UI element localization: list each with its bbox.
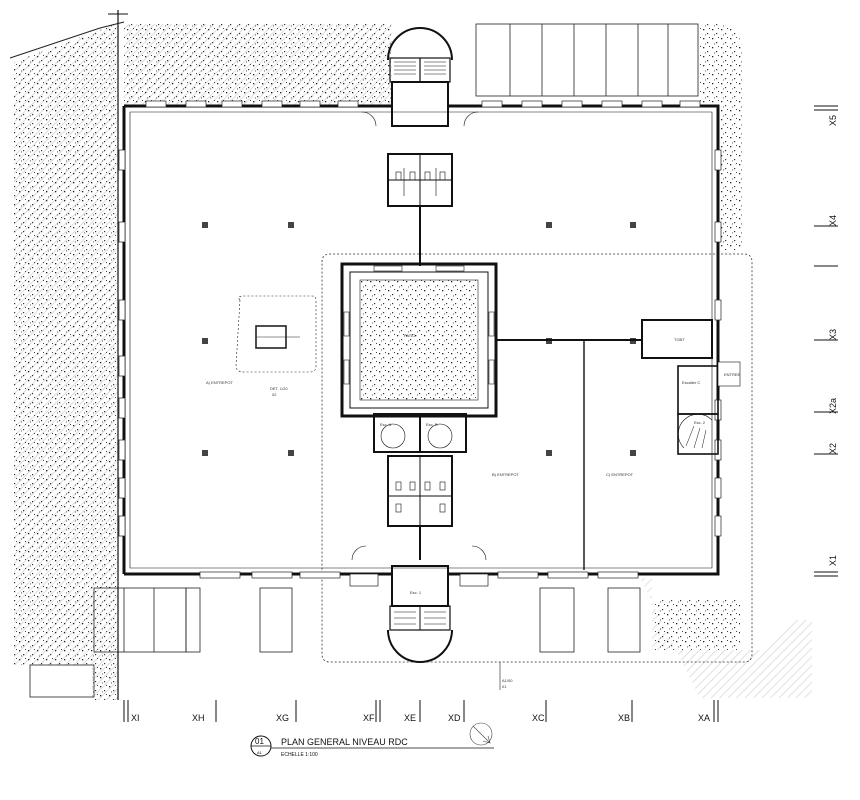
- room-label-entrepot-c: C) ENTREPOT: [606, 472, 634, 477]
- drawing-scale: ECHELLE 1:100: [281, 752, 318, 758]
- grid-labels-bottom: XI XH XG XF XE XD XC XB XA: [131, 713, 710, 723]
- grid-label-xa: XA: [698, 713, 710, 723]
- grid-label-xd: XD: [448, 713, 461, 723]
- view-number: 01: [255, 737, 264, 746]
- central-south-core: [373, 413, 467, 560]
- grid-label-xc: XC: [532, 713, 545, 723]
- stair-b-label: Esc. B: [426, 422, 438, 427]
- grid-label-xg: XG: [276, 713, 289, 723]
- grid-label-xe: XE: [404, 713, 416, 723]
- section-sheet: 01: [502, 684, 507, 689]
- central-patio: [340, 262, 498, 418]
- grid-label-x1: X1: [828, 555, 838, 566]
- grid-label-x2a: X2a: [828, 398, 838, 414]
- stair-1-label: Esc. 1: [410, 590, 422, 595]
- north-stair-tower: [361, 27, 479, 127]
- detail-callout: [235, 295, 317, 373]
- grid-label-x3: X3: [828, 329, 838, 340]
- partition-walls: [496, 339, 642, 570]
- drawing-title: PLAN GENERAL NIVEAU RDC: [281, 737, 408, 747]
- south-stair-tower: [351, 545, 487, 663]
- south-wall-doors: [199, 571, 639, 587]
- tgbt-label: TGBT: [674, 337, 685, 342]
- east-entrance-label: ENTREE: [724, 372, 741, 377]
- grid-ticks-bottom: [123, 700, 719, 722]
- grid-labels-right: X5 X4 X3 X2a X2 X1: [828, 115, 838, 566]
- grid-label-x5: X5: [828, 115, 838, 126]
- grid-label-x2: X2: [828, 443, 838, 454]
- grid-label-xb: XB: [618, 713, 630, 723]
- parking-bays: [29, 23, 699, 698]
- stair-2-label: Esc. 2: [694, 420, 706, 425]
- stair-c-label: Escalier C: [682, 380, 700, 385]
- section-mark: A1/00: [502, 678, 513, 683]
- north-sanitary-block: [387, 153, 453, 266]
- detail-sub: 02: [272, 392, 277, 397]
- detail-mark: DET. 1/20: [270, 386, 288, 391]
- room-label-entrepot-a: A) ENTREPOT: [206, 380, 233, 385]
- site-landscape: [9, 21, 812, 700]
- view-sheet: A1: [257, 750, 263, 755]
- north-arrow-icon: [469, 722, 493, 746]
- grid-label-x4: X4: [828, 215, 838, 226]
- grid-label-xf: XF: [363, 713, 375, 723]
- wall-openings: [118, 100, 722, 537]
- patio-label: PATIO: [404, 333, 415, 338]
- title-block: 01 A1 PLAN GENERAL NIVEAU RDC ECHELLE 1:…: [250, 735, 494, 758]
- tgbt-room: TGBT: [641, 319, 713, 359]
- grid-ticks-right: [814, 105, 838, 577]
- east-stair-c: [677, 361, 741, 455]
- grid-label-xi: XI: [131, 713, 140, 723]
- stair-a-label: Esc. A: [380, 422, 392, 427]
- room-label-entrepot-b: B) ENTREPOT: [492, 472, 519, 477]
- grid-label-xh: XH: [192, 713, 205, 723]
